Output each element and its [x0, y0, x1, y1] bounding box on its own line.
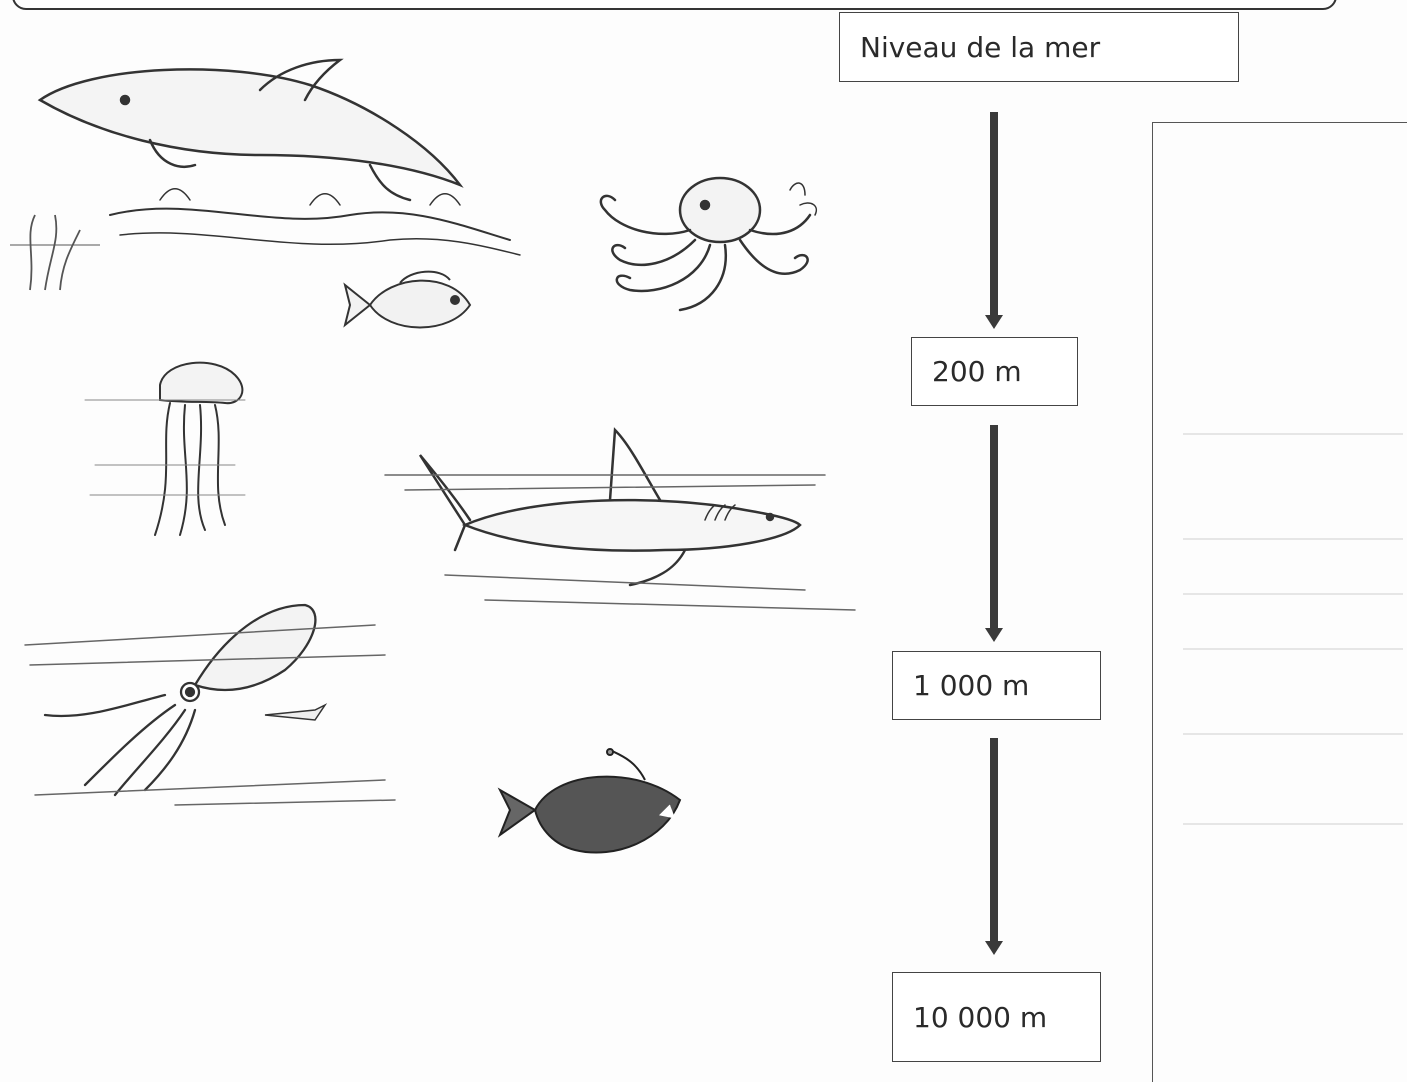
faint-line [1183, 733, 1403, 735]
answer-panel [1152, 122, 1407, 1082]
header-frame [12, 0, 1337, 10]
faint-line [1183, 538, 1403, 540]
small-fish-illustration [340, 265, 480, 345]
level-label: Niveau de la mer [860, 31, 1100, 64]
faint-line [1183, 593, 1403, 595]
octopus-illustration [560, 170, 830, 330]
level-sea-level-box: Niveau de la mer [839, 12, 1239, 82]
faint-line [1183, 433, 1403, 435]
level-label: 10 000 m [913, 1001, 1047, 1034]
squid-illustration [25, 595, 405, 815]
arrow-down-icon [990, 738, 998, 943]
arrow-down-icon [990, 425, 998, 630]
anglerfish-illustration [495, 750, 695, 865]
level-1000m-box: 1 000 m [892, 651, 1101, 720]
jellyfish-illustration [85, 355, 255, 545]
level-label: 1 000 m [913, 669, 1029, 702]
level-10000m-box: 10 000 m [892, 972, 1101, 1062]
level-label: 200 m [932, 355, 1022, 388]
level-200m-box: 200 m [911, 337, 1078, 406]
faint-line [1183, 648, 1403, 650]
shark-illustration [385, 425, 855, 615]
arrow-down-icon [990, 112, 998, 317]
faint-line [1183, 823, 1403, 825]
